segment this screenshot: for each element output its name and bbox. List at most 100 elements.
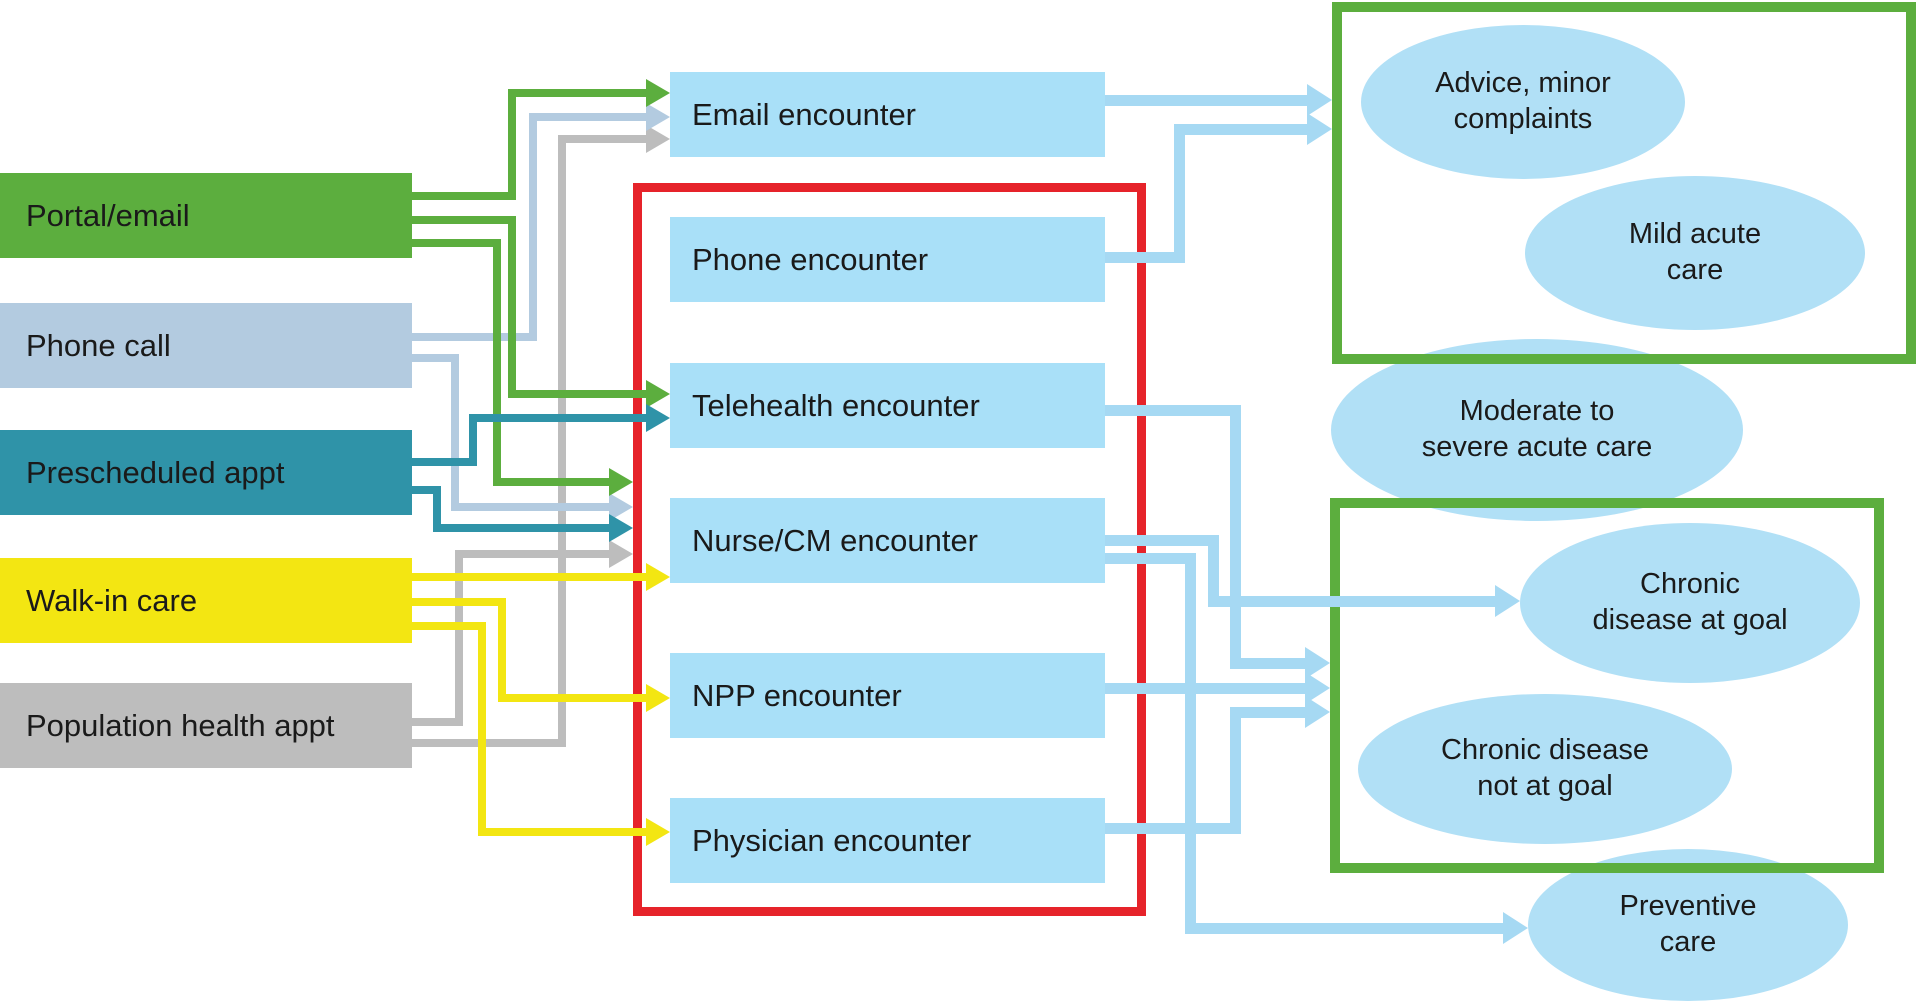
phone-call-to-email-encounter-segment [408, 333, 537, 341]
nurse-cm-to-chronic-at-goal-arrowhead [1495, 585, 1520, 617]
minor-care-group-frame [1332, 2, 1916, 364]
population-health-to-encounter-group-segment [408, 718, 463, 726]
prescheduled-to-encounter-group-segment [408, 486, 441, 494]
physician-encounter-to-chronic-group-arrowhead [1305, 696, 1330, 728]
walkin-to-physician-encounter-segment [478, 828, 650, 836]
nurse-cm-to-chronic-at-goal-segment [1207, 595, 1501, 607]
population-health-to-encounter-group-segment [455, 550, 613, 558]
physician-encounter-to-chronic-group-segment [1229, 706, 1311, 718]
walkin-to-npp-encounter-segment [498, 598, 506, 702]
outcome-ellipse-mild-acute-care: Mild acute care [1525, 176, 1865, 330]
email-encounter-to-advice-arrowhead [1307, 84, 1332, 116]
walkin-to-npp-encounter-segment [498, 694, 650, 702]
portal-email-to-encounter-group-segment [493, 239, 501, 486]
encounter-node-physician-encounter: Physician encounter [670, 798, 1105, 883]
telehealth-encounter-to-chronic-group-segment [1229, 657, 1311, 669]
outcome-ellipse-label: Advice, minor complaints [1435, 67, 1611, 135]
walkin-to-nurse-cm-encounter-arrowhead [646, 563, 670, 591]
portal-email-to-email-encounter-segment [408, 192, 516, 200]
telehealth-encounter-to-chronic-group-segment [1099, 404, 1241, 416]
outcome-ellipse-label: Preventive care [1619, 890, 1757, 958]
source-node-label: Phone call [26, 327, 171, 363]
portal-email-to-email-encounter-arrowhead [646, 79, 670, 107]
portal-email-to-encounter-group-segment [493, 478, 613, 486]
outcome-ellipse-chronic-disease-at-goal: Chronic disease at goal [1520, 523, 1860, 683]
encounter-group-frame [633, 183, 1146, 916]
phone-call-to-encounter-group-segment [451, 354, 459, 511]
source-node-label: Prescheduled appt [26, 454, 285, 490]
outcome-ellipse-label: Mild acute care [1628, 218, 1762, 286]
walkin-to-npp-encounter-arrowhead [646, 684, 670, 712]
prescheduled-to-telehealth-encounter-segment [408, 458, 477, 466]
encounter-node-email-encounter: Email encounter [670, 72, 1105, 157]
population-health-to-email-encounter-segment [558, 135, 566, 747]
encounter-node-label: Nurse/CM encounter [692, 522, 979, 558]
walkin-to-physician-encounter-arrowhead [646, 818, 670, 846]
phone-encounter-to-advice-segment [1173, 123, 1313, 135]
nurse-cm-to-chronic-at-goal-segment [1207, 534, 1219, 607]
portal-email-to-encounter-group-arrowhead [609, 468, 633, 496]
prescheduled-to-telehealth-encounter-segment [469, 414, 477, 466]
portal-email-to-telehealth-encounter-segment [508, 216, 516, 398]
nurse-cm-to-preventive-care-segment [1184, 922, 1509, 934]
outcome-ellipse-label: Moderate to severe acute care [1421, 395, 1653, 463]
phone-call-to-encounter-group-segment [451, 503, 613, 511]
population-health-to-encounter-group-segment [455, 550, 463, 726]
encounter-node-telehealth-encounter: Telehealth encounter [670, 363, 1105, 448]
encounter-node-label: NPP encounter [692, 677, 902, 713]
portal-email-to-telehealth-encounter-segment [408, 216, 516, 224]
source-node-population-health-appt: Population health appt [0, 683, 412, 768]
population-health-to-email-encounter-segment [558, 135, 650, 143]
portal-email-to-telehealth-encounter-segment [508, 390, 650, 398]
portal-email-to-email-encounter-segment [508, 89, 516, 200]
outcome-ellipse-advice-minor-complaints: Advice, minor complaints [1361, 25, 1685, 179]
nurse-cm-to-preventive-care-segment [1184, 552, 1196, 934]
email-encounter-to-advice-segment [1099, 94, 1313, 106]
phone-call-to-encounter-group-segment [408, 354, 459, 362]
nurse-cm-to-chronic-at-goal-segment [1099, 534, 1219, 546]
source-node-portal-email: Portal/email [0, 173, 412, 258]
encounter-node-label: Email encounter [692, 96, 917, 132]
prescheduled-to-telehealth-encounter-segment [469, 414, 650, 422]
nurse-cm-to-preventive-care-segment [1099, 552, 1196, 564]
walkin-to-physician-encounter-segment [408, 622, 486, 630]
physician-encounter-to-chronic-group-segment [1099, 822, 1241, 834]
portal-email-to-email-encounter-segment [508, 89, 650, 97]
portal-email-to-telehealth-encounter-arrowhead [646, 380, 670, 408]
encounter-node-label: Telehealth encounter [692, 387, 980, 423]
nurse-cm-to-preventive-care-arrowhead [1503, 912, 1528, 944]
outcome-ellipse-preventive-care: Preventive care [1528, 849, 1848, 1001]
walkin-to-physician-encounter-segment [478, 622, 486, 836]
prescheduled-to-encounter-group-segment [433, 524, 613, 532]
source-node-prescheduled-appt: Prescheduled appt [0, 430, 412, 515]
encounter-node-npp-encounter: NPP encounter [670, 653, 1105, 738]
outcome-ellipse-label: Chronic disease not at goal [1441, 734, 1649, 802]
source-node-label: Portal/email [26, 197, 190, 233]
prescheduled-to-encounter-group-arrowhead [609, 514, 633, 542]
outcome-ellipse-chronic-disease-not-at-goal: Chronic disease not at goal [1358, 694, 1732, 844]
outcome-ellipse-label: Chronic disease at goal [1592, 568, 1788, 636]
portal-email-to-encounter-group-segment [408, 239, 501, 247]
walkin-to-npp-encounter-segment [408, 598, 506, 606]
encounter-node-label: Phone encounter [692, 241, 929, 277]
physician-encounter-to-chronic-group-segment [1229, 706, 1241, 834]
phone-call-to-email-encounter-arrowhead [646, 103, 670, 131]
prescheduled-to-telehealth-encounter-arrowhead [646, 404, 670, 432]
source-node-label: Walk-in care [26, 582, 198, 618]
prescheduled-to-encounter-group-segment [433, 486, 441, 532]
npp-encounter-to-chronic-group-segment [1099, 682, 1311, 694]
phone-encounter-to-advice-segment [1099, 251, 1185, 263]
encounter-node-label: Physician encounter [692, 822, 972, 858]
telehealth-encounter-to-chronic-group-segment [1229, 404, 1241, 669]
chronic-care-group-frame [1330, 498, 1884, 873]
walkin-to-nurse-cm-encounter-segment [408, 573, 650, 581]
phone-encounter-to-advice-segment [1173, 123, 1185, 263]
phone-call-to-email-encounter-segment [529, 113, 537, 341]
source-node-phone-call: Phone call [0, 303, 412, 388]
outcome-ellipse-moderate-severe-acute-care: Moderate to severe acute care [1331, 339, 1743, 521]
encounter-node-nurse-cm-encounter: Nurse/CM encounter [670, 498, 1105, 583]
population-health-to-encounter-group-arrowhead [609, 540, 633, 568]
phone-call-to-email-encounter-segment [529, 113, 650, 121]
source-node-label: Population health appt [26, 707, 335, 743]
